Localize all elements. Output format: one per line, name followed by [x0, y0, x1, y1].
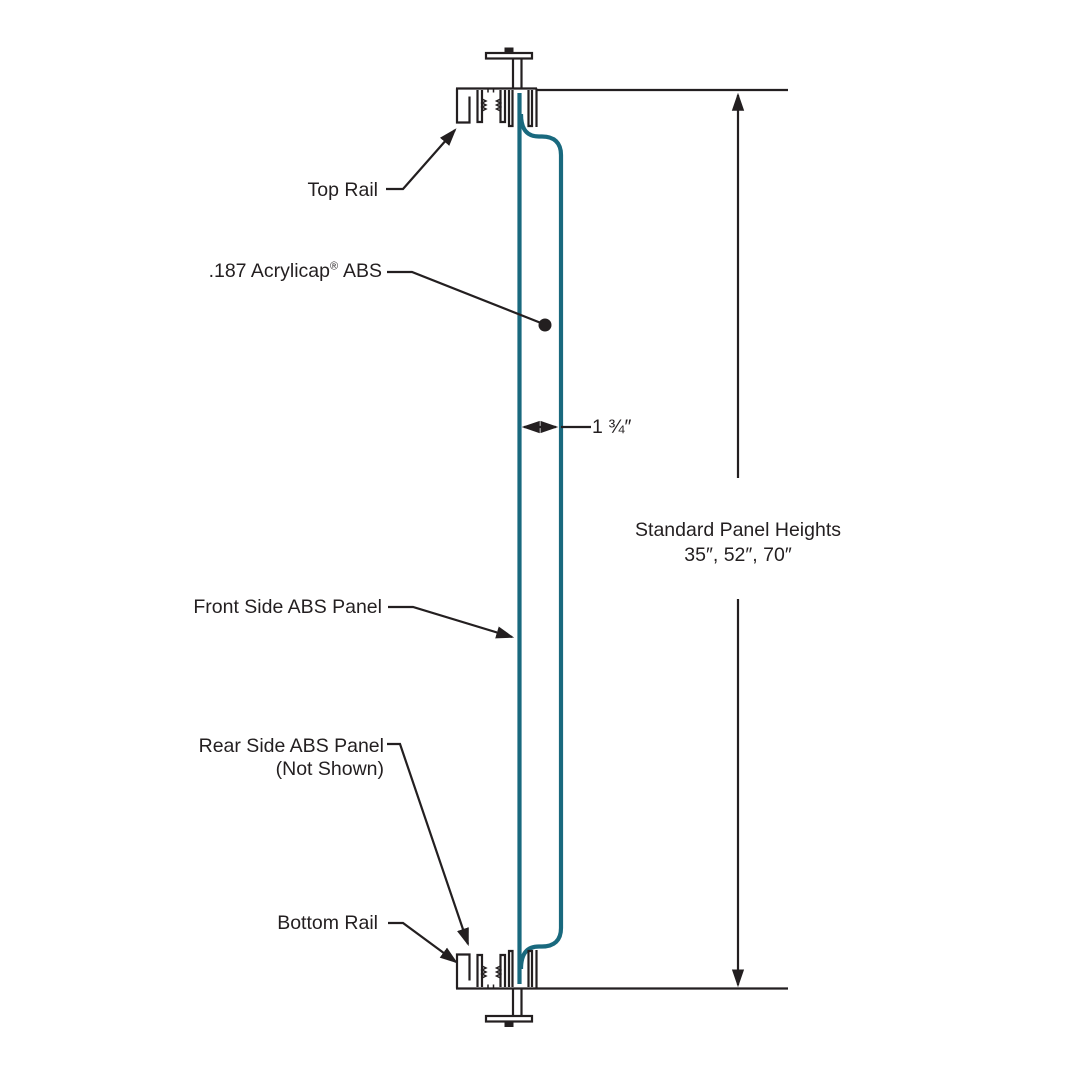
label-acrylicap-suffix: ABS: [342, 260, 382, 282]
top-rail-pocket-left-wall: [507, 90, 514, 128]
top-rail-serration-right: [494, 98, 503, 112]
heights-title: Standard Panel Heights: [635, 519, 841, 541]
label-acrylicap-abs: .187 Acrylicap®ABS: [160, 260, 382, 283]
abs-panel-profile: [517, 93, 564, 984]
rear-panel-leader: [387, 742, 470, 947]
bottom-rail-serration-right: [494, 965, 503, 979]
top-rail-cap-nub: [504, 47, 514, 53]
label-top-rail: Top Rail: [307, 179, 378, 201]
label-rear-side-abs-panel: Rear Side ABS Panel (Not Shown): [172, 735, 384, 781]
top-rail-serration-left: [480, 98, 488, 112]
heights-values: 35″, 52″, 70″: [684, 544, 792, 566]
front-panel-leader: [388, 605, 515, 639]
acrylicap-leader: [387, 270, 542, 325]
rear-panel-text: Rear Side ABS Panel: [198, 735, 384, 757]
bottom-rail-wall-1: [476, 953, 484, 987]
top-rail-extrusion: [455, 47, 538, 128]
bottom-rail-serration-left: [480, 965, 488, 979]
label-acrylicap-text: .187 Acrylicap: [208, 260, 330, 282]
top-rail-cap-bar: [484, 51, 534, 60]
bottom-rail-leader: [388, 921, 458, 964]
label-standard-panel-heights: Standard Panel Heights 35″, 52″, 70″: [618, 518, 858, 568]
bottom-rail-left-wall: [455, 953, 471, 989]
acrylicap-reference-dot: [538, 318, 552, 332]
bottom-rail-pocket-right-wall: [527, 949, 534, 987]
rear-panel-note: (Not Shown): [275, 758, 384, 780]
top-rail-left-wall: [455, 88, 471, 124]
label-panel-thickness: 1 ¾″: [592, 416, 632, 438]
label-front-side-abs-panel: Front Side ABS Panel: [193, 596, 382, 618]
bottom-rail-cap-nub: [504, 1021, 514, 1027]
bottom-rail-cap-bar: [484, 1014, 534, 1023]
panel-front-face-line: [518, 113, 564, 970]
top-rail-wall-1: [476, 90, 484, 124]
registered-trademark-symbol: ®: [329, 260, 339, 273]
bottom-rail-wall-2: [499, 953, 507, 987]
top-rail-wall-2: [499, 90, 507, 124]
bottom-rail-pocket-left-wall: [507, 949, 514, 987]
ink-linework: [386, 47, 788, 1027]
top-rail-pocket-right-wall: [527, 90, 534, 128]
top-rail-leader: [386, 128, 457, 191]
bottom-rail-extrusion: [455, 949, 538, 1027]
label-bottom-rail: Bottom Rail: [277, 912, 378, 934]
